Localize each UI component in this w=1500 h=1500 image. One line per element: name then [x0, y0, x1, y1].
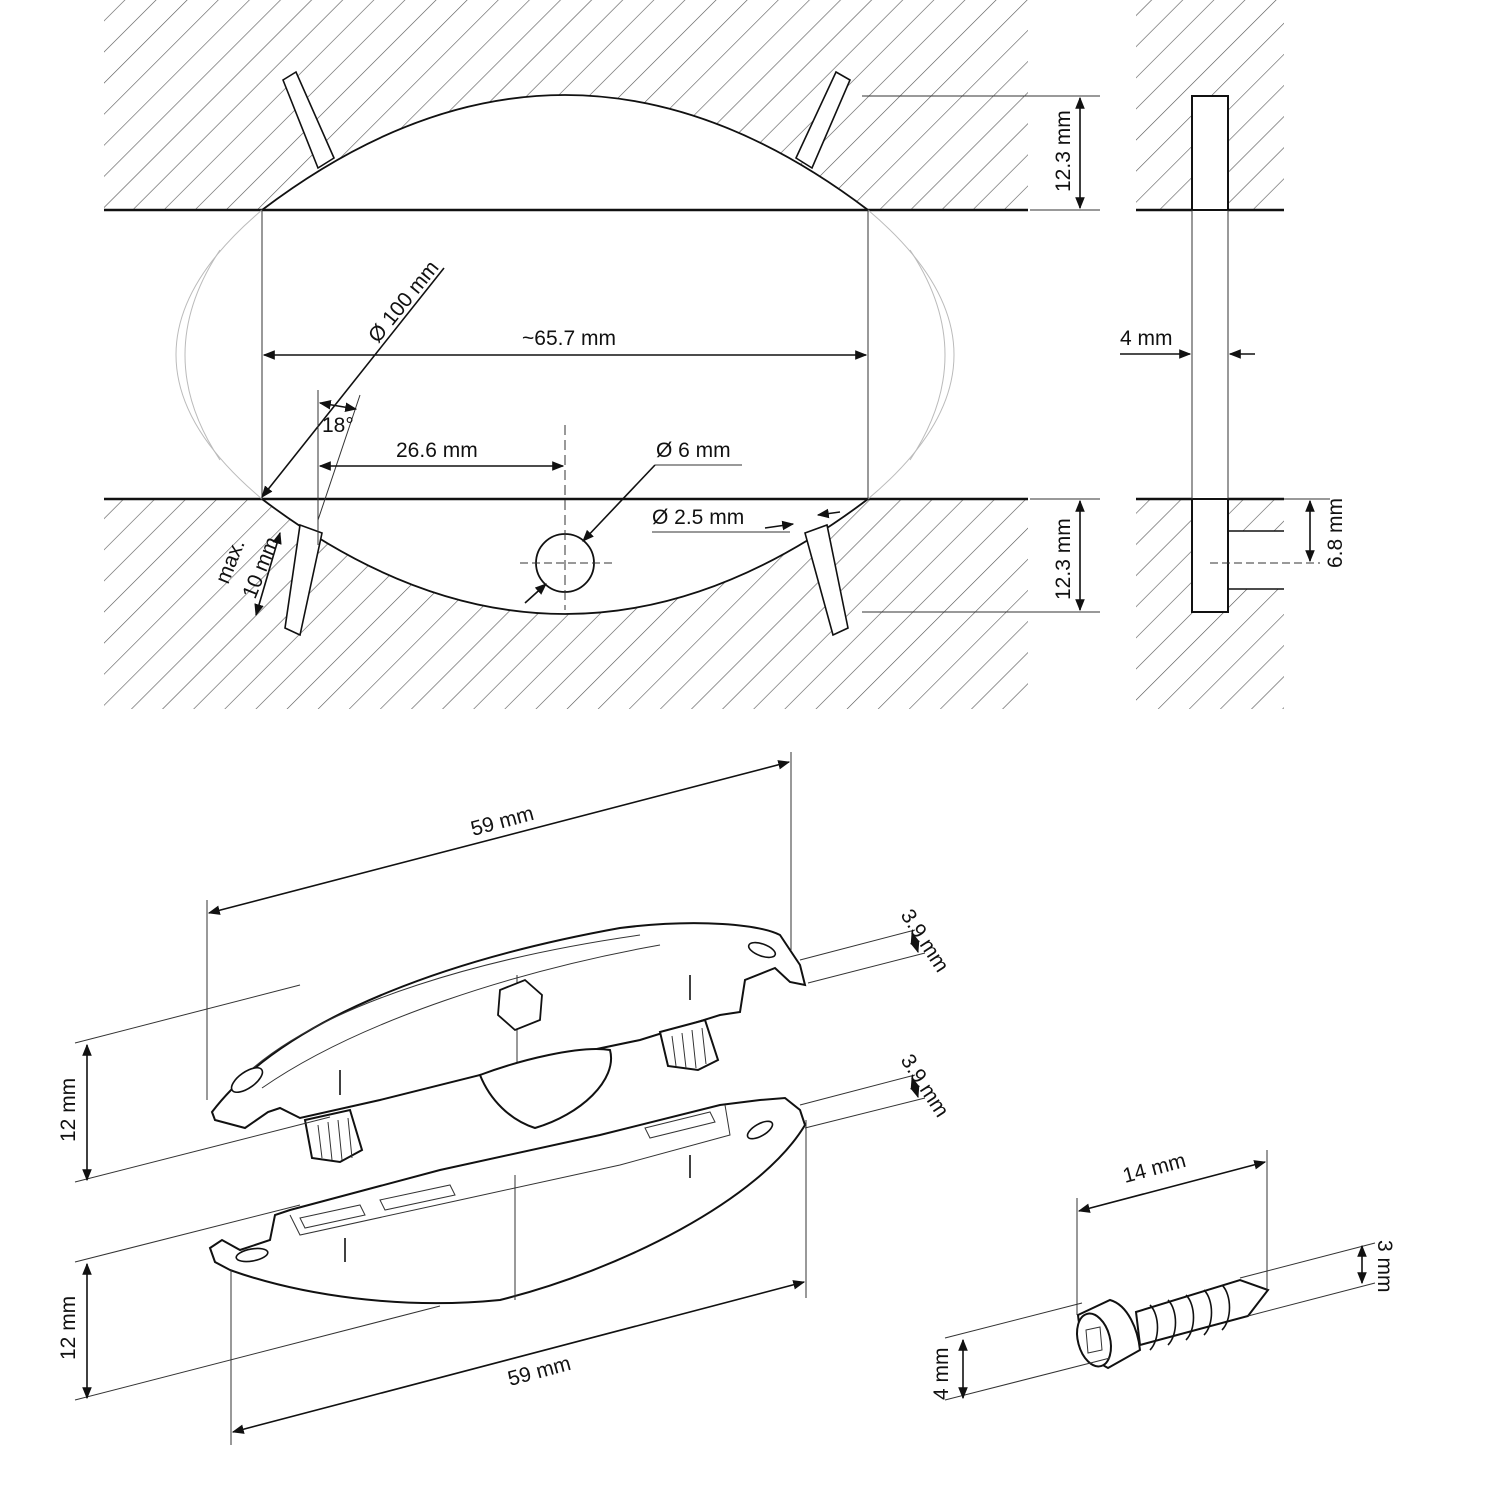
- height-bottom-label: 12 mm: [57, 1296, 80, 1360]
- screw-head-face: [1076, 1312, 1112, 1368]
- groove-top: [259, 94, 871, 211]
- screw-length-label: 14 mm: [1120, 1149, 1188, 1188]
- dim-height-top-label: 12.3 mm: [1052, 110, 1075, 192]
- torx-recess-icon: [1085, 1326, 1103, 1354]
- connector-lower-half: [208, 1096, 807, 1305]
- pin-slot-top-left: [282, 70, 336, 170]
- dim-width-label: ~65.7 mm: [522, 327, 616, 350]
- cross-section-front-view: ~65.7 mm Ø 100 mm 18° 26.6 mm Ø 6 mm Ø 2…: [104, 0, 1100, 709]
- pin-slot-top-right: [794, 70, 852, 170]
- connector-upper-half: [210, 922, 807, 1164]
- dim-slot-label: 4 mm: [1120, 327, 1173, 350]
- thickness-bottom-label: 3.9 mm: [896, 1050, 953, 1121]
- screw-thread-label: 3 mm: [1373, 1240, 1396, 1293]
- dim-diameter-label: Ø 100 mm: [364, 256, 444, 347]
- screw-detail: 14 mm 3 mm 4 mm: [930, 1149, 1396, 1401]
- thickness-top-label: 3.9 mm: [896, 905, 953, 976]
- pin-slot-bottom-right: [804, 523, 849, 637]
- dim-angle-label: 18°: [322, 414, 354, 437]
- dim-offset-label: 26.6 mm: [396, 439, 478, 462]
- dim-side-depth-label: 6.8 mm: [1324, 498, 1347, 568]
- screw-head-label: 4 mm: [930, 1348, 953, 1401]
- side-slot-bottom: [1191, 498, 1229, 613]
- dim-pin-label: Ø 2.5 mm: [652, 506, 744, 529]
- screw: [1076, 1278, 1270, 1370]
- cross-section-side-view: 4 mm 6.8 mm: [1120, 0, 1347, 709]
- side-slot-top: [1191, 95, 1229, 211]
- hex-socket: [497, 978, 543, 1032]
- connector-parts: 59 mm 3.9 mm 12 mm 3.9 mm 12 mm 59 mm: [57, 752, 953, 1445]
- height-top-label: 12 mm: [57, 1078, 80, 1142]
- dim-height-bottom-label: 12.3 mm: [1052, 518, 1075, 600]
- pin-slot-bottom-left: [284, 523, 323, 637]
- dim-hole-label: Ø 6 mm: [656, 439, 731, 462]
- length-top-label: 59 mm: [468, 802, 536, 841]
